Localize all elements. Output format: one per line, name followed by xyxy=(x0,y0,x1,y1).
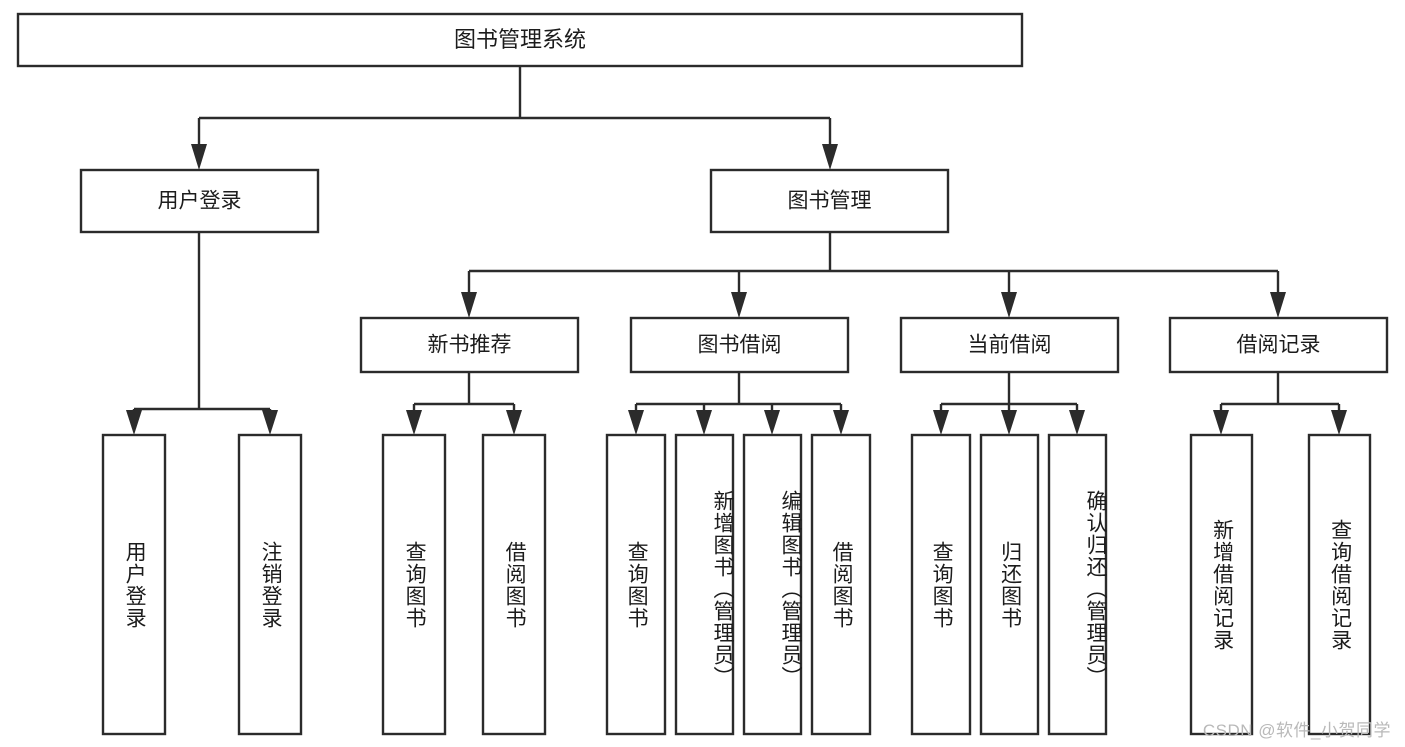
arrow-head-leaf-book-borrow-1 xyxy=(628,410,644,435)
node-user-login-label: 用户登录 xyxy=(158,190,242,213)
arrow-head-leaf-book-borrow-2 xyxy=(696,410,712,435)
leaf-current-borrow-3[interactable] xyxy=(1047,433,1108,736)
leaf-book-borrow-3[interactable] xyxy=(742,433,803,736)
arrow-head-borrow-record xyxy=(1270,292,1286,318)
leaf-book-borrow-4[interactable] xyxy=(810,433,872,736)
arrow-head-leaf-user-login-1 xyxy=(126,410,142,435)
leaf-new-book-2[interactable] xyxy=(481,433,547,736)
arrow-head-leaf-current-borrow-3 xyxy=(1069,410,1085,435)
leaf-user-login-2[interactable] xyxy=(237,433,303,736)
node-borrow-record[interactable] xyxy=(1168,316,1389,374)
leaf-book-borrow-2[interactable] xyxy=(674,433,735,736)
node-user-login[interactable] xyxy=(79,168,320,234)
arrow-head-current-borrow xyxy=(1001,292,1017,318)
node-root[interactable] xyxy=(16,12,1024,68)
arrow-head-leaf-current-borrow-1 xyxy=(933,410,949,435)
node-root-label: 图书管理系统 xyxy=(454,27,586,52)
node-book-borrow-label: 图书借阅 xyxy=(698,334,782,357)
arrow-head-new-book xyxy=(461,292,477,318)
arrow-head-leaf-book-borrow-4 xyxy=(833,410,849,435)
node-book-manage-label: 图书管理 xyxy=(788,190,872,213)
watermark-text: CSDN @软件_小贺同学 xyxy=(1202,721,1391,740)
node-book-manage[interactable] xyxy=(709,168,950,234)
arrow-head-book-manage xyxy=(822,144,838,170)
arrow-head-leaf-borrow-record-2 xyxy=(1331,410,1347,435)
leaf-borrow-record-1[interactable] xyxy=(1189,433,1254,736)
arrow-head-leaf-new-book-1 xyxy=(406,410,422,435)
node-new-book-recommend[interactable] xyxy=(359,316,580,374)
arrow-head-user-login xyxy=(191,144,207,170)
arrow-head-leaf-user-login-2 xyxy=(262,410,278,435)
arrow-head-leaf-book-borrow-3 xyxy=(764,410,780,435)
node-current-borrow-label: 当前借阅 xyxy=(968,334,1052,357)
arrow-head-book-borrow xyxy=(731,292,747,318)
arrow-head-leaf-borrow-record-1 xyxy=(1213,410,1229,435)
arrow-head-leaf-current-borrow-2 xyxy=(1001,410,1017,435)
leaf-book-borrow-1[interactable] xyxy=(605,433,667,736)
leaf-user-login-1[interactable] xyxy=(101,433,167,736)
leaf-current-borrow-1[interactable] xyxy=(910,433,972,736)
node-book-borrow[interactable] xyxy=(629,316,850,374)
node-borrow-record-label: 借阅记录 xyxy=(1237,334,1321,357)
leaf-current-borrow-2[interactable] xyxy=(979,433,1040,736)
leaf-new-book-1[interactable] xyxy=(381,433,447,736)
leaf-borrow-record-2[interactable] xyxy=(1307,433,1372,736)
node-new-book-recommend-label: 新书推荐 xyxy=(428,334,512,357)
node-current-borrow[interactable] xyxy=(899,316,1120,374)
arrow-head-leaf-new-book-2 xyxy=(506,410,522,435)
